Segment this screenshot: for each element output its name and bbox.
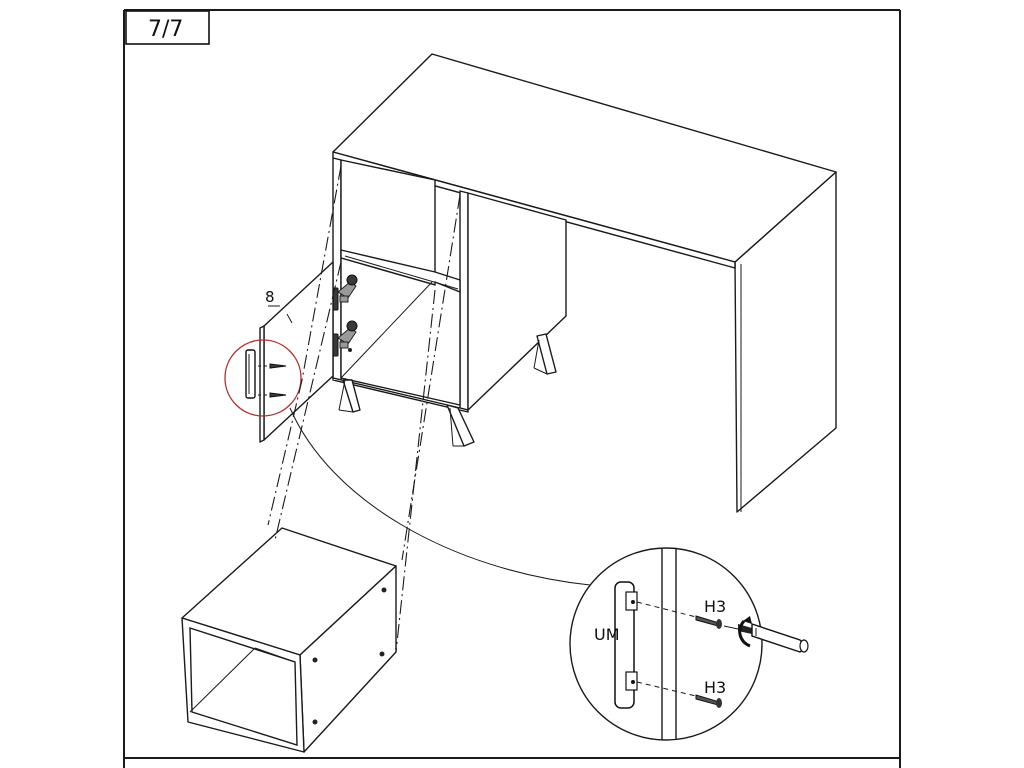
- step-label: 7/7: [148, 17, 183, 42]
- detail-circle-large: UM H3 H3: [569, 547, 809, 741]
- assembly-guide-lines: [267, 165, 461, 653]
- page-frame: [123, 9, 901, 768]
- detail-handle: [614, 581, 638, 709]
- screw-bottom: [695, 694, 722, 708]
- part-number-label: 8: [265, 288, 275, 306]
- door-panel: 8: [224, 261, 334, 443]
- detail-circle-small: [224, 339, 302, 417]
- screw-label-top: H3: [704, 597, 726, 616]
- step-label-box: 7/7: [125, 10, 210, 45]
- screw-label-bottom: H3: [704, 678, 726, 697]
- handle-label: UM: [594, 625, 620, 644]
- rotation-arrow-icon: [738, 620, 751, 648]
- screw-top: [695, 615, 722, 629]
- desk: [328, 53, 837, 513]
- door-handle: [245, 349, 287, 399]
- drawer-box: [181, 527, 397, 753]
- detail-leader-curve: [289, 407, 591, 586]
